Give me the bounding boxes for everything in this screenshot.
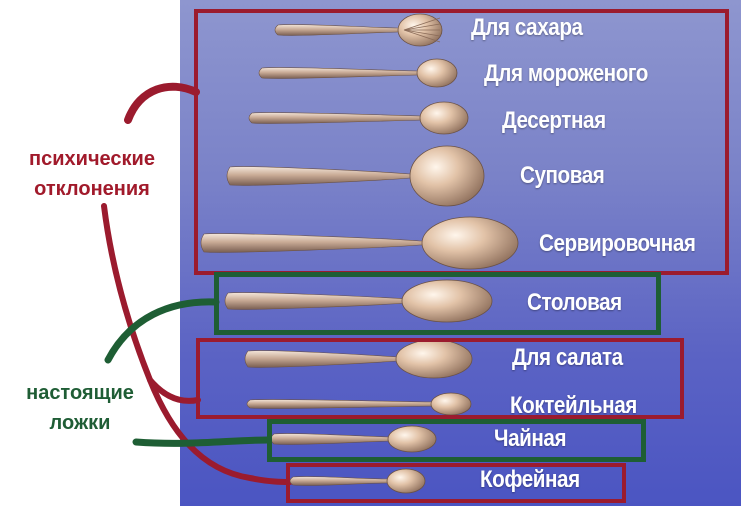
red-connector-left-long [101, 203, 293, 485]
green-connector-top [104, 298, 220, 364]
label-real-spoons: настоящие ложки [0, 378, 160, 438]
spoon-coffee [289, 468, 426, 494]
label-real-line2: ложки [49, 412, 111, 434]
label-dessert: Десертная [502, 107, 606, 134]
spoon-table-handle [224, 292, 409, 310]
label-table: Столовая [527, 289, 622, 316]
spoon-coffee-handle [289, 476, 390, 486]
label-cocktail: Коктейльная [510, 392, 637, 419]
spoon-cocktail-handle [246, 399, 439, 409]
label-mental-line1: психические [29, 148, 155, 170]
spoon-drawings [200, 13, 519, 494]
spoon-coffee-bowl [386, 468, 426, 494]
spoon-serving-handle [200, 233, 425, 253]
spoon-sugar [274, 13, 443, 47]
spoon-sugar-handle [274, 24, 401, 36]
label-serving: Сервировочная [539, 230, 696, 257]
sugar-shell-ridge [403, 29, 441, 43]
sugar-shell-ridge [403, 29, 441, 37]
green-connector-bottom [132, 436, 272, 447]
label-mental-line2: отклонения [34, 178, 150, 200]
spoon-salad [244, 339, 473, 379]
label-soup: Суповая [520, 162, 605, 189]
spoon-dessert-handle [248, 112, 426, 124]
spoon-soup-bowl [409, 145, 485, 207]
label-mental-disorders: психические отклонения [2, 144, 182, 204]
label-coffee: Кофейная [480, 466, 580, 493]
sugar-shell-ridge [403, 17, 441, 31]
label-sugar: Для сахара [471, 14, 583, 41]
spoon-soup [226, 145, 485, 207]
spoon-serving [200, 216, 519, 270]
red-connector-to-salad [147, 377, 201, 404]
spoon-soup-handle [226, 166, 413, 186]
spoon-table [224, 279, 493, 323]
label-tea: Чайная [494, 425, 567, 452]
label-real-line1: настоящие [26, 382, 134, 404]
sugar-shell-ridge [403, 23, 441, 31]
label-salad: Для салата [512, 344, 623, 371]
green-frame-table-spoon [214, 272, 661, 335]
spoon-dessert [248, 101, 469, 135]
green-frame-tea-spoon [267, 419, 646, 462]
red-frame-coffee-spoon [286, 463, 626, 503]
spoon-serving-bowl [421, 216, 519, 270]
spoon-ice-cream-bowl [416, 58, 458, 88]
spoon-ice-cream-handle [258, 67, 420, 79]
spoon-dessert-bowl [419, 101, 469, 135]
red-connector-top [124, 82, 200, 124]
spoon-tea-bowl [387, 425, 437, 453]
spoon-table-bowl [401, 279, 493, 323]
red-frame-salad-cocktail [196, 338, 684, 419]
spoon-tea [270, 425, 437, 453]
label-ice-cream: Для мороженого [484, 60, 648, 87]
spoon-salad-handle [244, 350, 399, 368]
spoon-ice-cream [258, 58, 458, 88]
spoon-cocktail [246, 392, 472, 416]
